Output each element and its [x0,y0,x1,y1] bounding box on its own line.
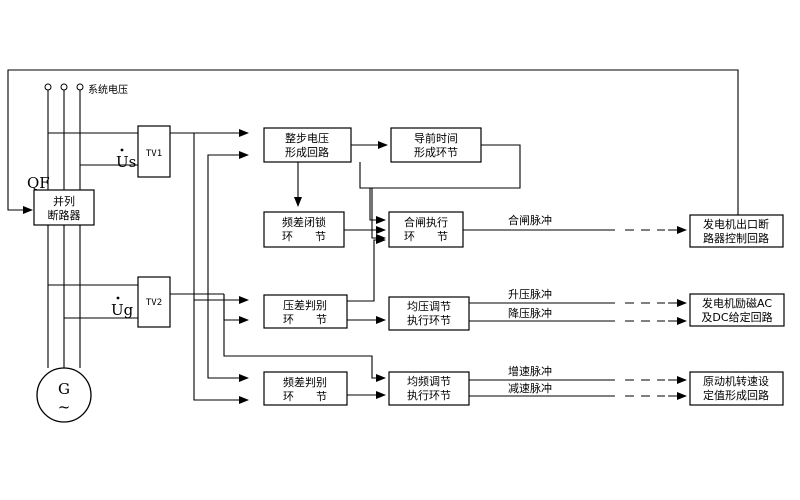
prime-mover-line1: 原动机转速设 [703,374,769,388]
close-pulse-label: 合闸脉冲 [508,213,552,227]
freq-adjust-line1: 均频调节 [407,374,451,388]
lead-time-line2: 形成环节 [414,146,458,159]
close-exec-line1: 合闸执行 [404,215,448,229]
breaker-control-block: 发电机出口断 路器控制回路 [689,214,784,248]
excitation-block: 发电机励磁AC 及DC给定回路 [689,293,785,327]
parallel-breaker-block: 并列 断路器 [33,189,95,226]
lower-voltage-label: 降压脉冲 [508,306,552,320]
close-exec-block: 合闸执行 环 节 [388,211,464,248]
raise-voltage-label: 升压脉冲 [508,287,552,301]
step-voltage-line1: 整步电压 [285,131,329,145]
generator-letter: G [58,380,70,398]
tv2-block: TV2 [137,276,171,328]
us-dot [120,148,124,152]
breaker-line2: 断路器 [48,208,81,222]
generator-symbol: G ~ [36,367,92,423]
freq-lock-block: 频差闭锁 环 节 [263,211,345,248]
freq-adjust-line2: 执行环节 [407,388,451,402]
prime-mover-line2: 定值形成回路 [703,388,769,402]
us-label: Us [116,153,136,171]
excitation-line2: 及DC给定回路 [701,310,772,324]
step-voltage-block: 整步电压 形成回路 [263,127,352,163]
volt-adjust-line1: 均压调节 [407,300,451,313]
lead-time-line1: 导前时间 [414,131,458,145]
generator-tilde: ~ [58,398,71,416]
excitation-line1: 发电机励磁AC [702,296,772,310]
freq-judge-line1: 频差判别 [283,375,327,389]
feedback-loop [7,69,739,215]
freq-judge-block: 频差判别 环 节 [263,371,348,406]
volt-adjust-line2: 执行环节 [407,313,451,327]
three-phase-bus [44,83,84,368]
tv2-label: TV2 [146,298,162,308]
prime-mover-block: 原动机转速设 定值形成回路 [689,371,784,406]
breaker-line1: 并列 [53,194,75,208]
breaker-ctrl-line2: 路器控制回路 [703,231,769,245]
ug-dot [116,296,120,300]
lead-time-block: 导前时间 形成环节 [390,127,482,163]
volt-judge-line2: 环 节 [283,313,327,326]
ug-label: Ug [111,301,134,319]
freq-judge-line2: 环 节 [283,390,327,403]
volt-adjust-block: 均压调节 执行环节 [388,296,470,331]
freq-adjust-block: 均频调节 执行环节 [388,371,470,406]
tv1-label: TV1 [146,149,162,159]
freq-lock-line2: 环 节 [282,230,326,243]
raise-speed-label: 增速脉冲 [508,364,552,378]
step-voltage-line2: 形成回路 [285,146,329,159]
freq-lock-line1: 频差闭锁 [282,215,326,229]
qf-label: QF [27,174,50,192]
volt-judge-line1: 压差判别 [283,298,327,312]
tv1-block: TV1 [137,125,171,178]
lower-speed-label: 减速脉冲 [508,381,552,395]
close-exec-line2: 环 节 [404,230,448,243]
volt-judge-block: 压差判别 环 节 [263,294,348,329]
breaker-ctrl-line1: 发电机出口断 [703,217,769,231]
system-voltage-label: 系统电压 [88,83,128,96]
